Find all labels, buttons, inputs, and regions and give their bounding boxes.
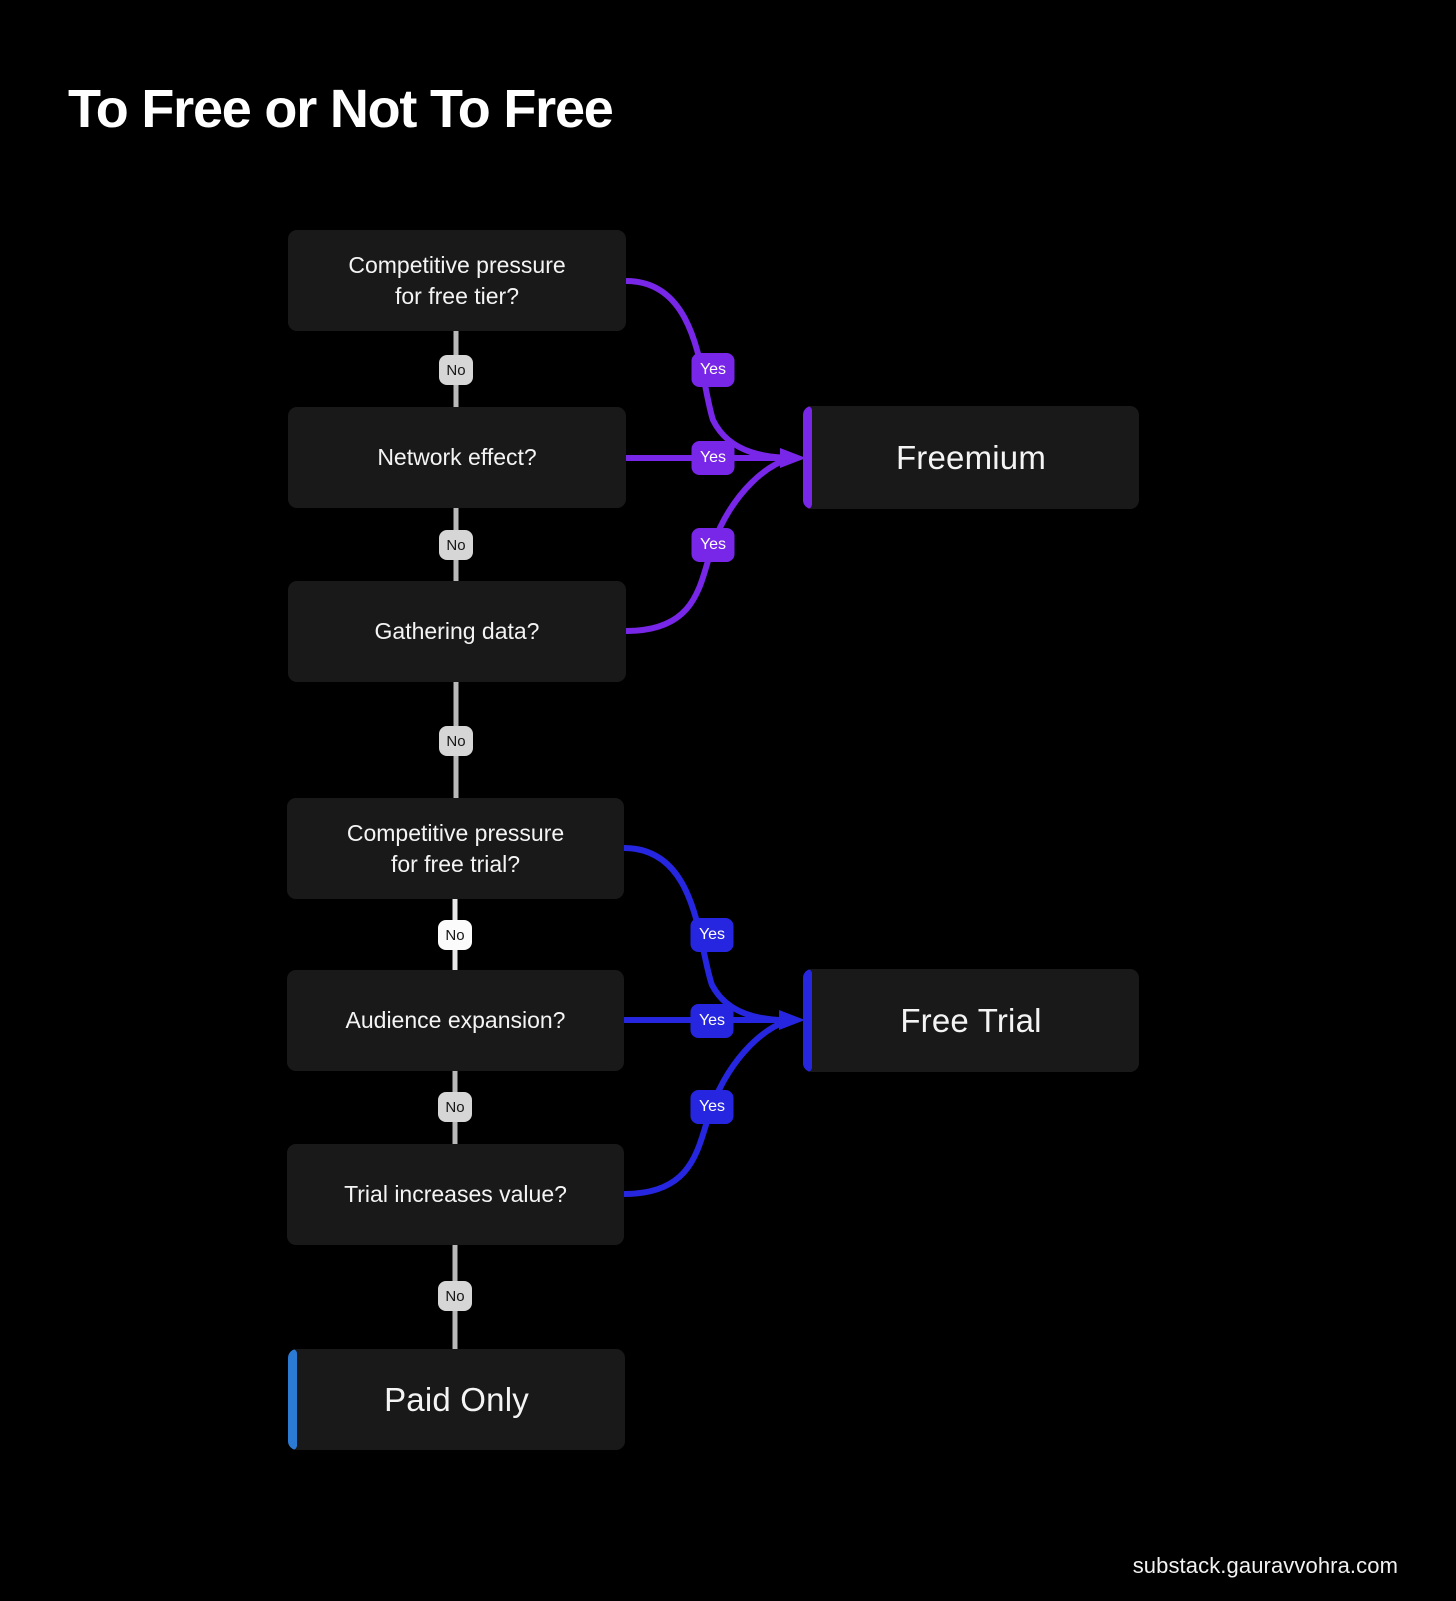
edge-label-yes-5: Yes: [690, 1004, 734, 1038]
edge-label-no-6: No: [438, 1281, 472, 1311]
node-label: Gathering data?: [374, 618, 540, 645]
node-label: Paid Only: [384, 1380, 529, 1418]
edge-freetrial-arrow: [779, 1010, 805, 1030]
node-outcome-paid-only[interactable]: Paid Only: [288, 1349, 625, 1450]
edge-label-no-5: No: [438, 1092, 472, 1122]
node-competitive-pressure-free-trial[interactable]: Competitive pressure for free trial?: [287, 798, 624, 899]
paid-only-accent-bar: [288, 1349, 297, 1450]
node-competitive-pressure-free-tier[interactable]: Competitive pressure for free tier?: [288, 230, 626, 331]
node-trial-increases-value[interactable]: Trial increases value?: [287, 1144, 624, 1245]
freemium-accent-bar: [803, 406, 812, 509]
node-label: Free Trial: [900, 1001, 1042, 1039]
node-gathering-data[interactable]: Gathering data?: [288, 581, 626, 682]
node-label: Freemium: [895, 438, 1047, 476]
page-title: To Free or Not To Free: [68, 79, 614, 139]
node-outcome-free-trial[interactable]: Free Trial: [803, 969, 1139, 1072]
node-label: Audience expansion?: [345, 1007, 566, 1034]
edge-label-no-4: No: [438, 920, 472, 950]
edge-label-no-3: No: [439, 726, 473, 756]
edge-label-yes-2: Yes: [691, 441, 735, 475]
node-label: Competitive pressure for free trial?: [346, 820, 565, 877]
node-label: Competitive pressure for free tier?: [348, 252, 566, 309]
node-audience-expansion[interactable]: Audience expansion?: [287, 970, 624, 1071]
edge-label-yes-3: Yes: [691, 528, 735, 562]
node-network-effect[interactable]: Network effect?: [288, 407, 626, 508]
node-outcome-freemium[interactable]: Freemium: [803, 406, 1139, 509]
edge-label-no-2: No: [439, 530, 473, 560]
edge-label-yes-4: Yes: [690, 918, 734, 952]
footer-url: substack.gauravvohra.com: [1132, 1553, 1398, 1578]
edge-label-no-1: No: [439, 355, 473, 385]
node-label: Trial increases value?: [344, 1181, 567, 1208]
free-trial-accent-bar: [803, 969, 812, 1072]
node-label: Network effect?: [377, 444, 537, 471]
edge-label-yes-1: Yes: [691, 353, 735, 387]
edge-label-yes-6: Yes: [690, 1090, 734, 1124]
